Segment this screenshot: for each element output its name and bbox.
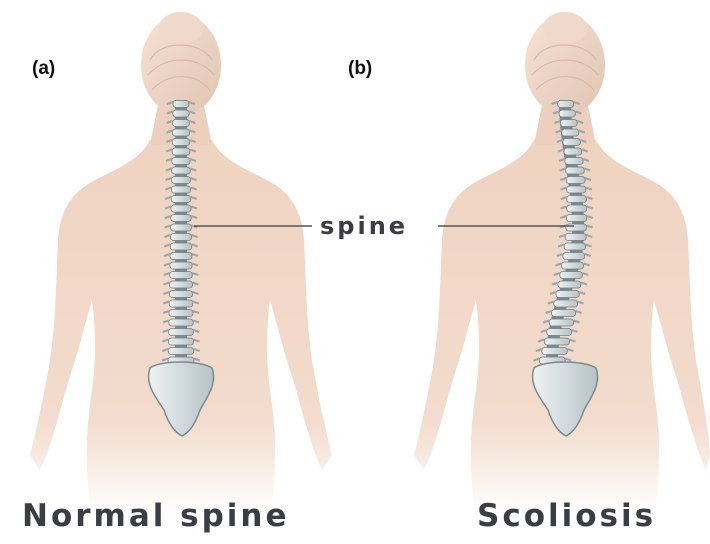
vertebra [171, 224, 192, 231]
vertebra [173, 101, 189, 108]
vertebra [173, 110, 189, 117]
hair-bun [159, 12, 203, 44]
vertebra [559, 110, 575, 117]
vertebra [560, 272, 583, 279]
vertebra [554, 300, 578, 307]
vertebra [172, 158, 190, 165]
vertebra [169, 319, 193, 326]
hair-bun [543, 12, 587, 44]
vertebra [172, 167, 191, 174]
vertebra [565, 158, 583, 165]
vertebra [566, 167, 585, 174]
figure-normal [30, 12, 332, 515]
vertebra [567, 205, 587, 212]
vertebra [169, 329, 194, 336]
vertebra [563, 139, 580, 146]
vertebra [169, 300, 193, 307]
vertebra [562, 129, 579, 136]
vertebra [566, 215, 586, 222]
vertebra [558, 101, 574, 108]
vertebra [170, 234, 191, 241]
vertebra [170, 253, 192, 260]
body-silhouette [414, 140, 710, 515]
vertebra [549, 319, 573, 326]
vertebra [565, 234, 586, 241]
vertebra [561, 262, 583, 269]
caption-scoliosis: Scoliosis [477, 498, 656, 534]
vertebra [566, 224, 587, 231]
figure-scoliosis [414, 12, 710, 515]
vertebra [560, 120, 577, 127]
vertebrae-column-normal [162, 100, 200, 370]
vertebra [172, 177, 191, 184]
vertebra [558, 281, 581, 288]
vertebra [170, 281, 193, 288]
vertebra [564, 148, 582, 155]
vertebra [542, 348, 568, 355]
vertebra [556, 291, 579, 298]
vertebra [168, 338, 193, 345]
vertebra [172, 148, 190, 155]
caption-normal-spine: Normal spine [22, 498, 290, 534]
vertebra [173, 120, 190, 127]
vertebra [169, 310, 193, 317]
vertebra [170, 262, 192, 269]
vertebra [171, 196, 191, 203]
vertebra [171, 205, 191, 212]
vertebra [170, 243, 191, 250]
spine-callout-label: spine [320, 212, 408, 240]
vertebra [170, 272, 193, 279]
vertebra [566, 177, 585, 184]
vertebra [169, 291, 192, 298]
panel-label-b: (b) [348, 58, 372, 80]
vertebra [552, 310, 576, 317]
vertebra [567, 186, 586, 193]
panel-label-a: (a) [32, 58, 55, 80]
vertebra [171, 215, 191, 222]
vertebra [563, 253, 585, 260]
vertebra [544, 338, 569, 345]
vertebra [171, 186, 190, 193]
vertebra [547, 329, 572, 336]
vertebra [168, 348, 194, 355]
vertebra [567, 196, 587, 203]
vertebra [564, 243, 585, 250]
vertebra [172, 129, 189, 136]
vertebra [172, 139, 189, 146]
